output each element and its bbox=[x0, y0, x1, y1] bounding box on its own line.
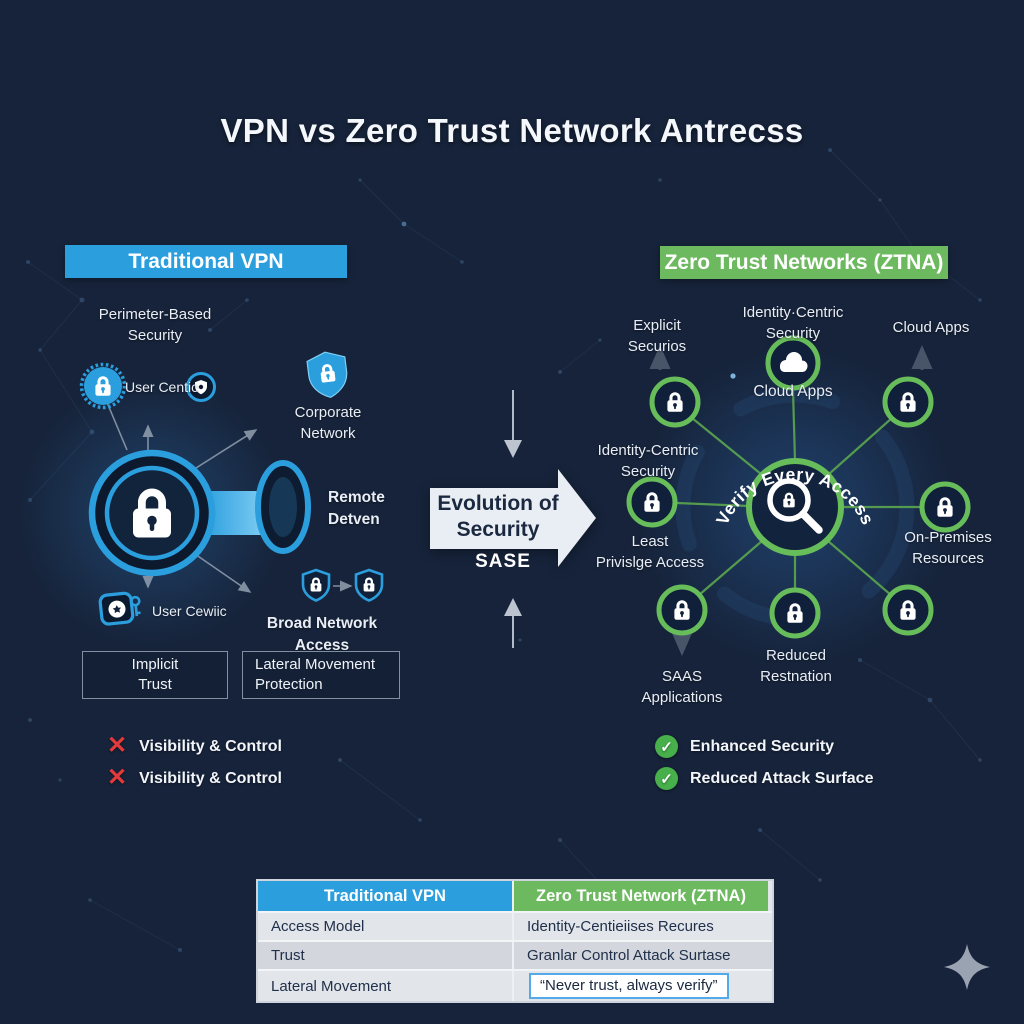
comparison-table: Traditional VPN Zero Trust Network (ZTNA… bbox=[256, 879, 774, 1003]
x-mark-icon: ✕ bbox=[107, 732, 128, 759]
table-row: Trust Granlar Control Attack Surtase bbox=[258, 940, 772, 969]
vpn-main-lock-icon bbox=[88, 449, 216, 577]
verify-hub-icon bbox=[746, 458, 844, 556]
broad-access-shield-icon bbox=[301, 568, 331, 602]
user-centric-lock-badge-icon bbox=[79, 362, 127, 410]
vpn-banner: Traditional VPN bbox=[65, 245, 347, 278]
table-header-vpn: Traditional VPN bbox=[258, 881, 512, 911]
reduced-label: Reduced Restnation bbox=[760, 647, 832, 686]
table-header-row: Traditional VPN Zero Trust Network (ZTNA… bbox=[258, 881, 772, 911]
corporate-network-shield-icon bbox=[306, 351, 348, 398]
check-icon: ✓ bbox=[655, 767, 678, 790]
lateral-movement-box: Lateral Movement Protection bbox=[242, 651, 400, 699]
vpn-tunnel-icon bbox=[203, 460, 311, 554]
implicit-trust-box: Implicit Trust bbox=[82, 651, 228, 699]
ztna-spokes bbox=[676, 389, 920, 596]
table-header-ztna: Zero Trust Network (ZTNA) bbox=[512, 881, 768, 911]
broad-network-access-label: Broad Network Access bbox=[266, 615, 378, 654]
pro-item: ✓ Reduced Attack Surface bbox=[655, 767, 873, 790]
cloud-apps-corner-label: Cloud Apps bbox=[892, 319, 970, 336]
con-item: ✕ Visibility & Control bbox=[107, 764, 282, 791]
ztna-lock-node-icons bbox=[626, 376, 971, 639]
ztna-faint-arrows bbox=[649, 345, 933, 656]
x-mark-icon: ✕ bbox=[107, 764, 128, 791]
identity-centric-top-label: Identity·Centric Security bbox=[742, 304, 844, 343]
ztna-banner: Zero Trust Networks (ZTNA) bbox=[660, 246, 948, 279]
sparkle-icon bbox=[944, 944, 990, 990]
sase-label: SASE bbox=[475, 551, 531, 572]
cloud-apps-icon bbox=[765, 335, 821, 391]
user-centric-label: User Centic bbox=[125, 379, 199, 395]
least-privilege-label: Least Privislge Access bbox=[595, 533, 705, 572]
user-service-badge-icon bbox=[98, 591, 141, 626]
perimeter-security-label: Perimeter-Based Security bbox=[98, 306, 212, 345]
evolution-arrow-label: Evolution of Security bbox=[437, 492, 559, 542]
remote-device-label: Remote Detven bbox=[328, 489, 385, 528]
quote-cell: “Never trust, always verify” bbox=[512, 971, 768, 1001]
on-premises-label: On-Premises Resources bbox=[904, 529, 992, 568]
user-centric-shield-badge-icon bbox=[186, 372, 216, 402]
broad-access-shield-icon bbox=[354, 568, 384, 602]
user-service-label: User Cewiic bbox=[152, 603, 227, 619]
pro-item: ✓ Enhanced Security bbox=[655, 735, 834, 758]
evolution-arrow-icon bbox=[430, 469, 596, 567]
table-row: Lateral Movement “Never trust, always ve… bbox=[258, 969, 772, 1001]
table-row: Access Model Identity-Centieiises Recure… bbox=[258, 911, 772, 940]
identity-centric-left-label: Identity-Centric Security bbox=[597, 442, 699, 481]
never-trust-quote: “Never trust, always verify” bbox=[529, 973, 729, 999]
saas-applications-label: SAAS Applications bbox=[641, 668, 723, 707]
corporate-network-label: Corporate Network bbox=[294, 404, 362, 443]
con-item: ✕ Visibility & Control bbox=[107, 732, 282, 759]
page-title: VPN vs Zero Trust Network Antrecss bbox=[220, 112, 804, 149]
check-icon: ✓ bbox=[655, 735, 678, 758]
explicit-security-label: Explicit Securios bbox=[627, 317, 687, 356]
cloud-apps-label: Cloud Apps bbox=[753, 383, 833, 400]
bright-dot bbox=[401, 221, 407, 227]
